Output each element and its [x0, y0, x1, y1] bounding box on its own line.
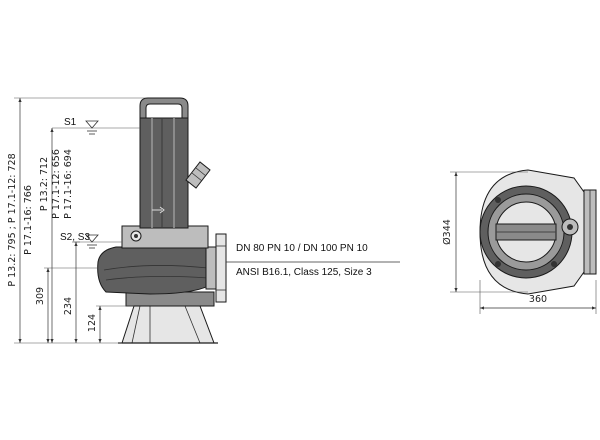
dim-flange-height: 309	[35, 268, 50, 343]
water-level-icon	[85, 120, 99, 129]
flange-height-label: 309	[35, 287, 46, 305]
lifting-handle	[139, 97, 189, 119]
overall-height-label-a: P 13.2: 795 ; P 17.1-12: 728	[7, 153, 18, 286]
s1-level-label-b: P 17.1-12: 656	[51, 149, 62, 219]
dim-s2-height: 234	[63, 242, 78, 343]
s1-label: S1	[64, 117, 77, 128]
s2-s3-level-line: S2, S3	[60, 232, 122, 249]
s2-height-label: 234	[63, 297, 74, 315]
s1-level-label-a: P 13.2: 712	[39, 157, 50, 211]
s2-s3-label: S2, S3	[60, 232, 90, 243]
pump-side-view	[97, 97, 227, 344]
pump-pedestal	[125, 291, 215, 307]
s1-level-label-c: P 17.1-16: 694	[63, 149, 74, 219]
overall-height-label-b: P 17.1-16: 766	[23, 185, 34, 255]
diameter-label: Ø344	[442, 219, 453, 245]
flange-spec-line2: ANSI B16.1, Class 125, Size 3	[236, 267, 372, 278]
s1-level-line: S1	[52, 117, 140, 135]
width-label: 360	[529, 294, 547, 305]
discharge-nozzle	[205, 246, 217, 290]
motor-body	[139, 117, 189, 229]
dim-width: 360	[480, 294, 596, 310]
discharge-flange	[215, 233, 227, 303]
water-level-icon	[85, 234, 99, 243]
base-height-label: 124	[87, 314, 98, 332]
dim-base-height: 124	[87, 306, 102, 343]
flange-spec-callout: DN 80 PN 10 / DN 100 PN 10 ANSI B16.1, C…	[226, 243, 400, 278]
cable-entry	[185, 161, 211, 189]
dim-s1-level: P 13.2: 712 P 17.1-12: 656 P 17.1-16: 69…	[39, 127, 74, 343]
dim-diameter: Ø344	[442, 172, 458, 292]
dim-overall-height: P 13.2: 795 ; P 17.1-12: 728 P 17.1-16: …	[7, 98, 34, 343]
pump-top-view	[479, 169, 597, 295]
volute-housing	[97, 246, 213, 295]
flange-spec-line1: DN 80 PN 10 / DN 100 PN 10	[236, 243, 368, 254]
